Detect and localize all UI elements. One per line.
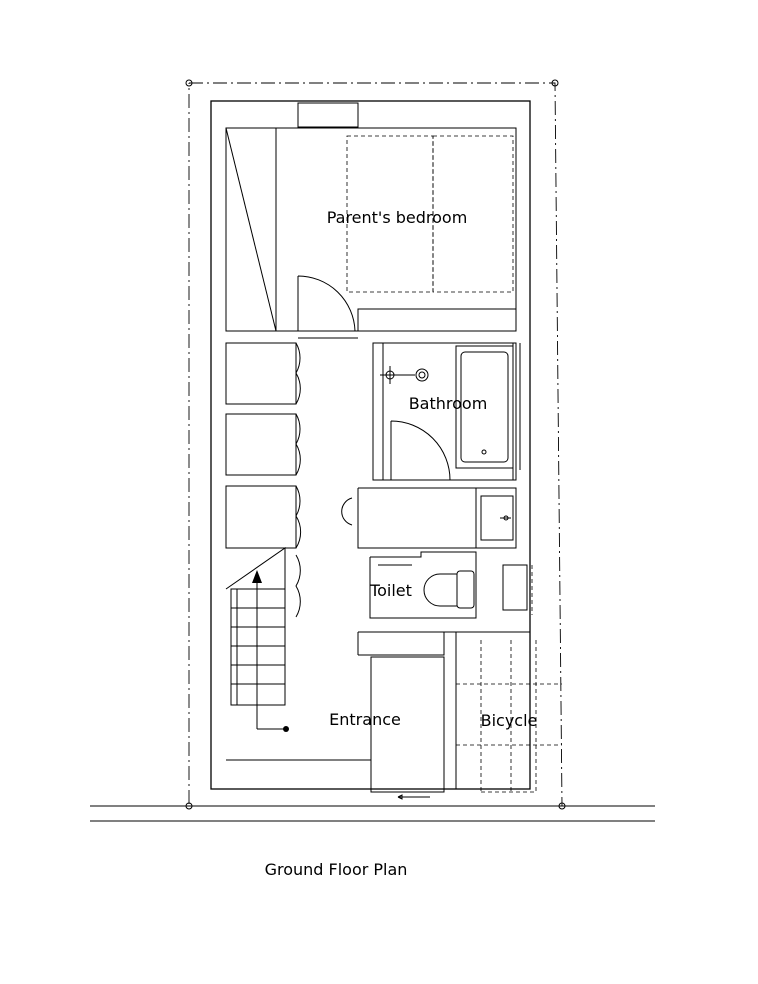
bicycle-parking bbox=[456, 640, 562, 793]
storage-cupboards bbox=[225, 342, 302, 618]
parents-bedroom bbox=[225, 127, 517, 339]
road-lines bbox=[90, 805, 655, 822]
label-parents-bedroom: Parent's bedroom bbox=[327, 208, 468, 227]
label-bicycle: Bicycle bbox=[481, 711, 538, 730]
entrance bbox=[226, 631, 530, 800]
washroom bbox=[341, 487, 517, 549]
plan-caption: Ground Floor Plan bbox=[265, 860, 408, 879]
label-bathroom: Bathroom bbox=[409, 394, 488, 413]
label-entrance: Entrance bbox=[329, 710, 401, 729]
staircase bbox=[225, 547, 296, 732]
toilet-room bbox=[369, 551, 533, 619]
bathroom bbox=[372, 342, 521, 481]
label-toilet: Toilet bbox=[369, 581, 412, 600]
